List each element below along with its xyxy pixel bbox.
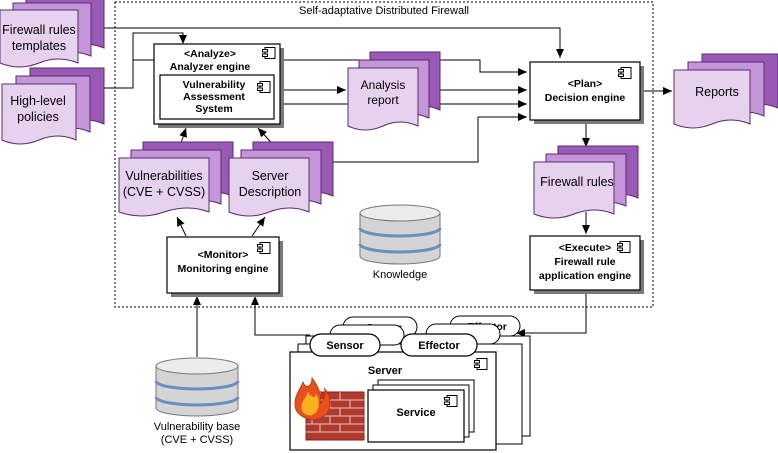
component-name-line: Firewall rule [554,256,615,268]
doc-label-line: Server [252,169,289,183]
component-name-line: application engine [539,270,631,282]
component-name-line: Vulnerability [183,79,246,91]
component-firewall-rule-application-engine: <Execute> Firewall rule application engi… [529,235,644,294]
component-analyzer-engine: <Analyze> Analyzer engine Vulnerability … [153,43,284,128]
effector-pill: Effector [400,333,478,357]
doc-label-line: templates [12,39,66,53]
connectors [100,27,672,357]
component-vulnerability-assessment-system [159,74,275,120]
stereotype-label: <Plan> [568,78,602,90]
doc-high-level-policies: High-level policies [1,67,105,145]
doc-label-line: report [367,93,399,107]
doc-server-description: Server Description [228,141,334,217]
database-label-line: (CVE + CVSS) [161,434,233,446]
fire-icon [294,376,331,420]
sensor-pill: Sensor [309,333,381,357]
doc-label-line: Firewall rules [540,175,614,189]
component-name-line: Assessment [183,91,245,103]
doc-firewall-rules-templates: Firewall rules templates [0,0,105,68]
service-label: Service [396,407,435,419]
database-label-line: Vulnerability base [154,421,240,433]
component-name: Decision engine [545,92,626,104]
doc-label-line: Firewall rules [2,23,76,37]
sensor-label: Sensor [326,340,364,352]
stereotype-label: <Analyze> [184,48,236,60]
doc-label-line: Reports [695,85,739,99]
database-knowledge: Knowledge [358,204,442,281]
firewall-boundary [114,1,654,308]
doc-label-line: Description [239,185,302,199]
doc-label-line: (CVE + CVSS) [123,185,205,199]
effector-label: Effector [418,340,460,352]
database-vulnerability-base: Vulnerability base (CVE + CVSS) [154,357,240,446]
boundary-title: Self-adaptative Distributed Firewall [299,5,469,17]
doc-label-line: Vulnerabilities [125,169,202,183]
server-title: Server [368,365,403,377]
stereotype-label: <Execute> [559,242,612,254]
doc-reports: Reports [673,53,778,129]
stereotype-label: <Monitor> [198,249,249,261]
doc-label-line: policies [17,110,59,124]
doc-label-line: Analysis [361,78,406,92]
component-name-line: System [195,103,232,115]
component-decision-engine: <Plan> Decision engine [529,61,644,124]
doc-label-line: High-level [10,94,66,108]
doc-vulnerabilities: Vulnerabilities (CVE + CVSS) [118,141,234,217]
component-name: Analyzer engine [170,61,251,73]
component-monitoring-engine: <Monitor> Monitoring engine [166,236,283,297]
component-name: Monitoring engine [178,263,269,275]
server-stack: Server Service [289,335,531,451]
database-label: Knowledge [373,269,427,281]
doc-firewall-rules: Firewall rules [533,145,639,219]
doc-analysis-report: Analysis report [347,51,441,131]
